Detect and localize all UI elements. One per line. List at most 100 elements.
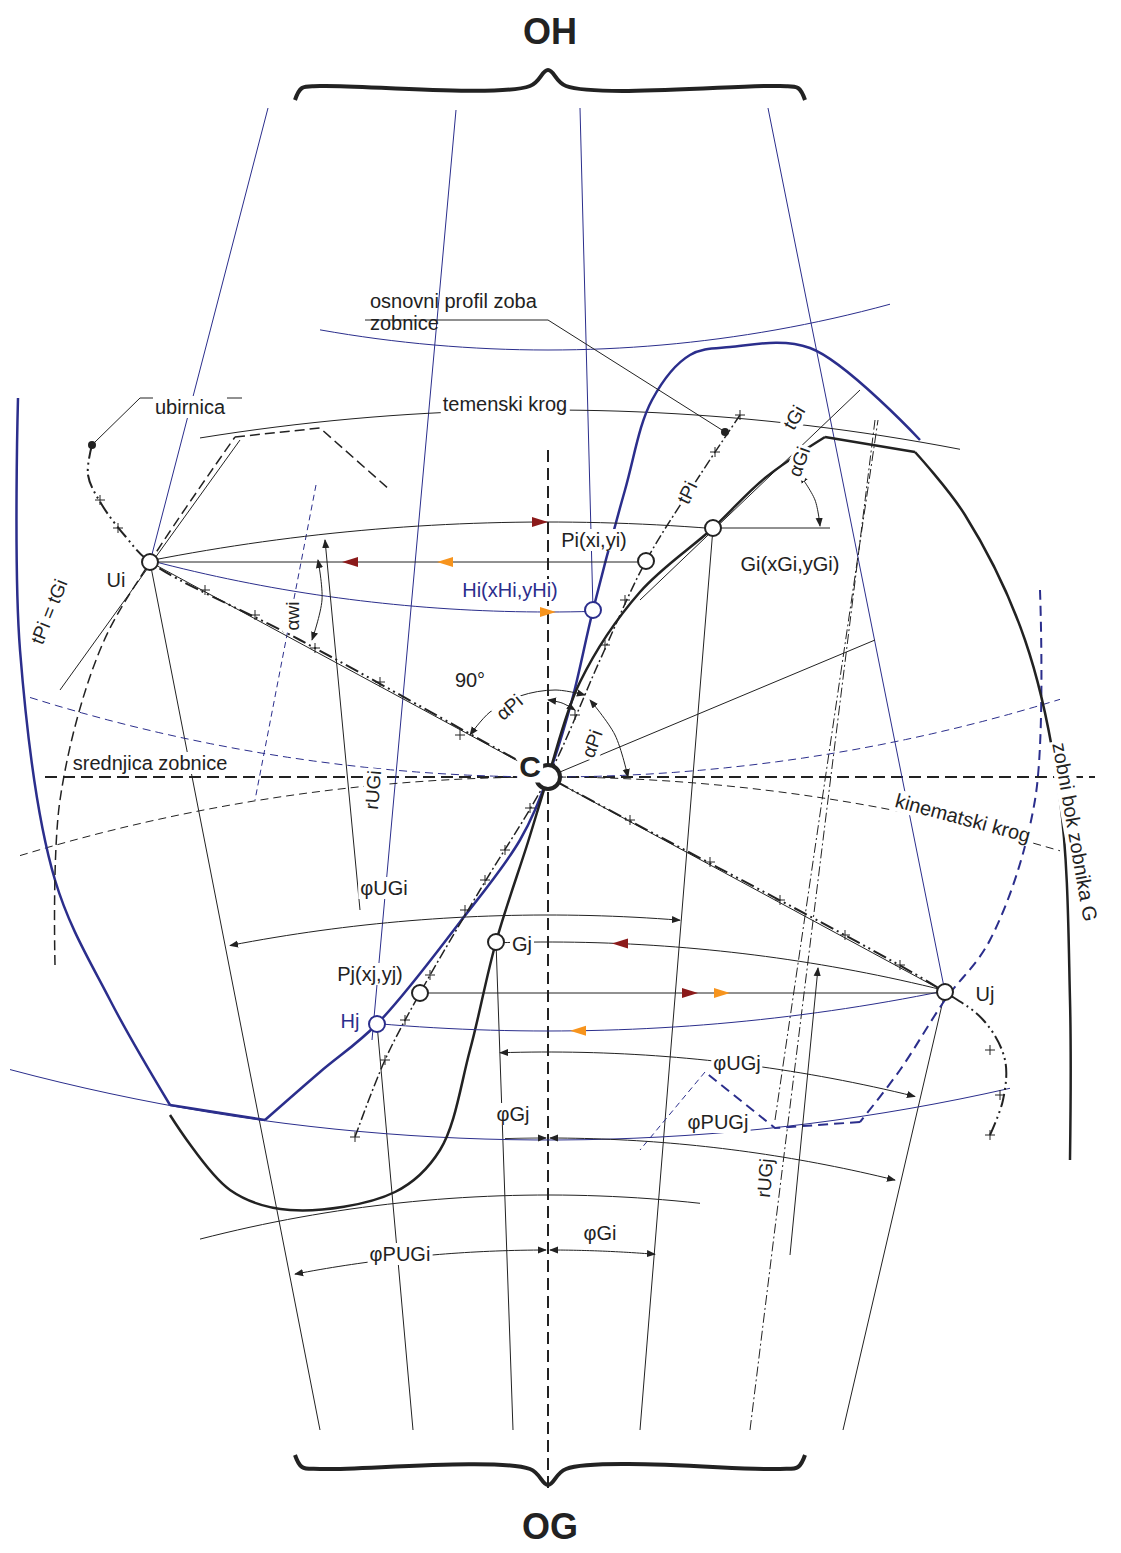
tooth-flank <box>860 590 1041 1122</box>
tick-mark <box>375 677 385 687</box>
circle-arc <box>10 1070 1010 1140</box>
tick-mark <box>570 710 580 720</box>
tick-mark <box>310 643 320 653</box>
angle-label: αwi <box>283 600 304 633</box>
brace <box>295 1455 805 1485</box>
angle-label: φGi <box>582 1222 619 1244</box>
tick-mark <box>985 1130 995 1140</box>
tip-circle <box>200 410 960 449</box>
tick-mark <box>455 730 465 740</box>
tick-mark <box>460 905 470 915</box>
radial-line <box>150 108 268 562</box>
tick-mark <box>113 523 123 533</box>
center-name: OG <box>520 1507 580 1547</box>
tick-mark <box>380 1055 390 1065</box>
callout-label: osnovni profil zoba zobnice <box>368 290 542 334</box>
tick-mark <box>625 815 635 825</box>
axis-label: srednjica zobnice <box>71 752 230 774</box>
tooth-flank <box>825 437 915 452</box>
circle-label: kinematski krog <box>891 789 1035 847</box>
radial-line <box>775 420 878 1120</box>
point-label: Pj(xj,yj) <box>335 963 405 985</box>
circle-label: temenski krog <box>441 393 570 415</box>
angle-arc <box>470 690 585 735</box>
radial-line <box>640 528 713 1430</box>
point-label: Uj <box>974 983 997 1005</box>
tick-mark <box>480 875 490 885</box>
tick-mark <box>895 960 905 970</box>
tick-mark <box>525 803 535 813</box>
point-marker <box>638 553 654 569</box>
tick-mark <box>425 970 435 980</box>
point-label: Hj <box>339 1010 362 1032</box>
tangent-line <box>640 390 860 600</box>
arrow-head <box>682 988 698 998</box>
point-marker <box>142 554 158 570</box>
tangent-label: tGi <box>779 401 811 436</box>
leader-dot <box>721 428 729 436</box>
tick-mark <box>400 1015 410 1025</box>
angle-label: φPUGi <box>368 1243 433 1265</box>
tick-mark <box>600 640 610 650</box>
point-marker <box>369 1016 385 1032</box>
part-label: zobni bok zobnika G <box>1048 739 1102 925</box>
tick-mark <box>995 1090 1005 1100</box>
arrow-head <box>437 557 453 567</box>
angle-dimension <box>230 915 680 945</box>
motion-line <box>150 562 646 563</box>
arrow-head <box>540 607 556 617</box>
tick-mark <box>95 495 105 505</box>
angle-dimension <box>550 1250 655 1254</box>
tick-mark <box>710 447 720 457</box>
point-label: Pi(xi,yi) <box>559 529 629 551</box>
guide-line <box>255 485 316 800</box>
radial-line <box>496 942 513 1430</box>
tangent-line <box>60 440 240 690</box>
motion-arc <box>496 942 945 991</box>
reference-line <box>713 528 830 529</box>
callout-label: ubirnica <box>153 396 227 418</box>
angle-label: αPi <box>578 725 609 762</box>
point-marker <box>705 520 721 536</box>
radial-line <box>768 108 945 992</box>
brace <box>295 70 805 100</box>
tick-mark <box>350 1132 360 1142</box>
angle-arc <box>548 700 575 710</box>
angle-arc <box>312 560 322 640</box>
tick-mark <box>735 410 745 420</box>
angle-dimension <box>505 1138 546 1140</box>
center-axis <box>547 450 549 1490</box>
radius-label: rUGi <box>362 768 387 813</box>
angle-dimension <box>550 1138 895 1180</box>
leader-line <box>365 320 722 430</box>
action-line <box>150 562 945 992</box>
leader-dot <box>88 441 96 449</box>
tooth-flank <box>170 437 825 1210</box>
motion-arc <box>150 560 593 612</box>
arrow-head <box>532 517 548 527</box>
tick-mark <box>985 1045 995 1055</box>
tick-mark <box>250 610 260 620</box>
tooth-flank <box>170 1105 265 1120</box>
point-marker <box>585 602 601 618</box>
tick-mark <box>200 585 210 595</box>
angle-label: φUGi <box>358 877 409 899</box>
point-marker <box>937 984 953 1000</box>
point-marker <box>488 934 504 950</box>
tooth-flank <box>235 428 390 490</box>
tick-mark <box>620 595 630 605</box>
angle-label: φGj <box>495 1103 532 1125</box>
angle-label: φPUGj <box>686 1111 751 1133</box>
radius-label: rUGj <box>754 1156 779 1201</box>
radial-line <box>843 992 945 1430</box>
tooth-flank <box>265 343 920 1120</box>
root-circle <box>200 1195 700 1239</box>
rack-profile <box>355 415 740 1137</box>
reference-line <box>548 640 875 777</box>
radius-dimension <box>790 968 818 1255</box>
arrow-head <box>612 939 628 949</box>
motion-arc <box>377 991 945 1031</box>
line-of-action <box>88 445 1007 1135</box>
